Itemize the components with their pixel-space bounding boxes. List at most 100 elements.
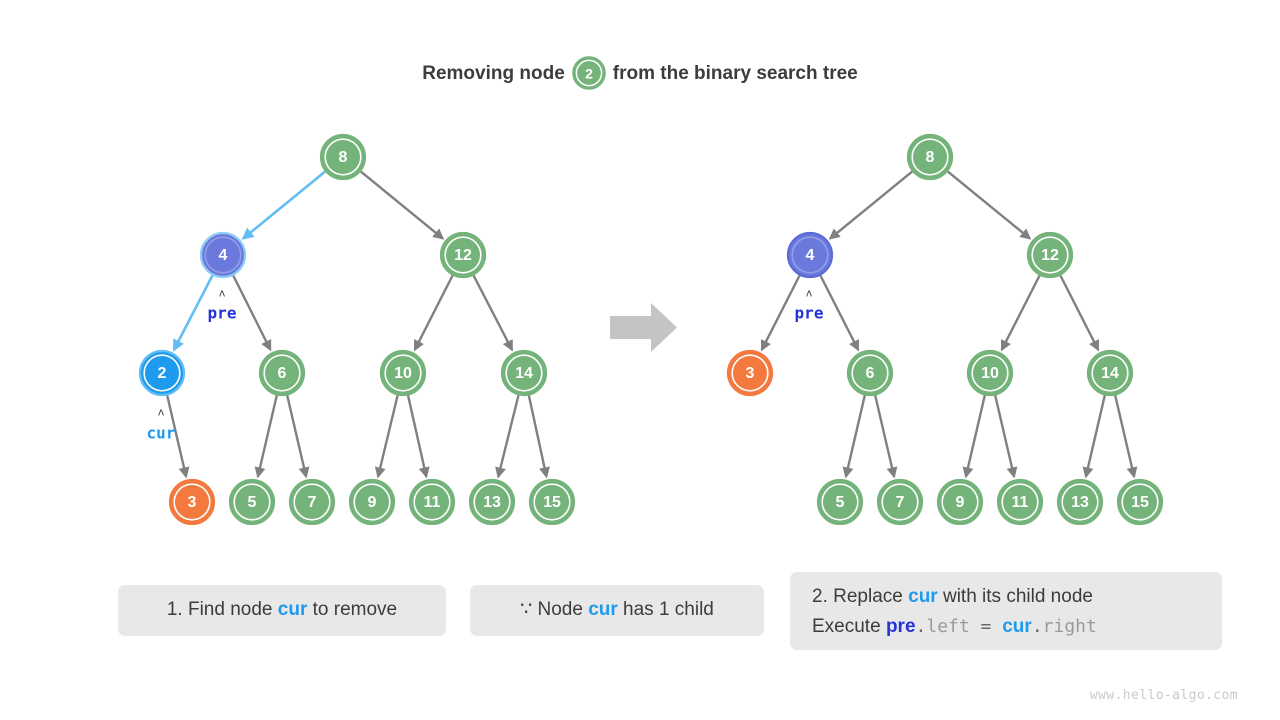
tree-node: 12 <box>439 231 487 279</box>
tree-edge <box>413 274 454 352</box>
tree-node-value: 14 <box>1101 365 1119 382</box>
caption-2-prefix: ∵ Node <box>520 599 589 620</box>
tree-edge <box>1082 395 1106 479</box>
caption-3-l2-keyword-cur: cur <box>1002 616 1032 637</box>
left-tree-nodes: 8 4 12 2 6 10 14 3 5 7 9 11 13 15 <box>138 133 576 526</box>
tree-node-value: 5 <box>248 494 257 511</box>
tree-node: 5 <box>816 478 864 526</box>
caption-step-2: 2. Replace cur with its child node Execu… <box>790 572 1222 650</box>
caption-3-l1-keyword-cur: cur <box>908 586 938 607</box>
tree-node-value: 10 <box>981 365 999 382</box>
tree-edge <box>360 170 445 240</box>
tree-node: 14 <box>1086 349 1134 397</box>
tree-edge <box>232 275 272 352</box>
pointer-label-cur: cur <box>147 424 176 443</box>
right-tree-pointers: ʌ pre <box>795 287 824 323</box>
caption-reason: ∵ Node cur has 1 child <box>470 585 764 636</box>
tree-node: 6 <box>846 349 894 397</box>
tree-node: 8 <box>906 133 954 181</box>
tree-edge <box>994 395 1018 479</box>
tree-node: 6 <box>258 349 306 397</box>
caption-step-1: 1. Find node cur to remove <box>118 585 446 636</box>
tree-node: 12 <box>1026 231 1074 279</box>
caption-3-l2-right: right <box>1042 616 1097 637</box>
tree-node-value: 2 <box>158 365 167 382</box>
tree-node: 4 <box>786 231 834 279</box>
tree-node-value: 10 <box>394 365 412 382</box>
page-title: Removing node 2 from the binary search t… <box>0 56 1280 91</box>
tree-node-value: 4 <box>219 247 228 264</box>
title-node-badge: 2 <box>571 56 606 90</box>
tree-node-value: 14 <box>515 365 533 382</box>
right-tree-edges <box>760 170 1138 479</box>
tree-node-value: 7 <box>308 494 317 511</box>
tree-node: 9 <box>936 478 984 526</box>
tree-node-value: 5 <box>836 494 845 511</box>
caption-3-l2-equals: = <box>969 616 1003 637</box>
tree-node-value: 15 <box>1131 494 1149 511</box>
tree-node: 3 <box>726 349 774 397</box>
caption-2-keyword-cur: cur <box>588 599 618 620</box>
tree-node-value: 11 <box>424 494 441 511</box>
tree-node: 13 <box>1056 478 1104 526</box>
tree-node-value: 15 <box>543 494 561 511</box>
tree-edge <box>172 274 214 352</box>
caption-2-suffix: has 1 child <box>617 599 714 620</box>
tree-edge <box>874 395 898 479</box>
caption-3-line-1: 2. Replace cur with its child node <box>812 582 1222 612</box>
tree-edge <box>1059 274 1100 352</box>
tree-node: 15 <box>528 478 576 526</box>
tree-edge <box>166 395 190 479</box>
title-text-before: Removing node <box>422 63 565 84</box>
caption-3-l1-prefix: 2. Replace <box>812 586 909 607</box>
caption-3-l2-dot-1: . <box>915 616 927 637</box>
tree-edge <box>842 395 866 479</box>
tree-node-value: 8 <box>926 149 935 166</box>
caption-3-l2-keyword-pre: pre <box>885 616 916 637</box>
tree-edge <box>472 274 514 352</box>
tree-node: 15 <box>1116 478 1164 526</box>
left-tree-edges <box>166 170 550 479</box>
tree-node-value: 13 <box>483 494 501 511</box>
tree-edge <box>527 395 550 479</box>
tree-node: 4 <box>199 231 247 279</box>
pointer-caret-icon: ʌ <box>806 287 813 300</box>
tree-edge <box>241 170 327 240</box>
tree-node-value: 9 <box>368 494 377 511</box>
tree-node: 7 <box>288 478 336 526</box>
caption-1-prefix: 1. Find node <box>166 599 278 620</box>
title-text-after: from the binary search tree <box>612 63 858 84</box>
caption-1-keyword-cur: cur <box>277 599 308 620</box>
tree-node-value: 6 <box>866 365 875 382</box>
tree-node: 3 <box>168 478 216 526</box>
tree-node: 14 <box>500 349 548 397</box>
tree-edge <box>819 274 860 352</box>
tree-node-value: 12 <box>454 247 472 264</box>
pointer-label-pre: pre <box>795 304 824 323</box>
caption-3-l1-suffix: with its child node <box>937 586 1093 607</box>
tree-node-value: 12 <box>1041 247 1059 264</box>
tree-edge <box>254 395 278 479</box>
right-tree-nodes: 8 4 12 3 6 10 14 5 7 9 11 13 15 <box>726 133 1164 526</box>
pointer-caret-icon: ʌ <box>219 287 226 300</box>
tree-edge <box>495 395 520 479</box>
pointer-label-pre: pre <box>208 304 237 323</box>
caption-3-line-2: Execute pre.left = cur.right <box>812 612 1222 642</box>
tree-node-value: 3 <box>188 494 197 511</box>
left-tree-pointers: ʌ pre ʌ cur <box>147 287 237 443</box>
tree-node-value: 8 <box>339 149 348 166</box>
tree-node-value: 6 <box>278 365 287 382</box>
tree-edge <box>947 170 1032 240</box>
tree-node: 13 <box>468 478 516 526</box>
caption-3-l2-dot-2: . <box>1031 616 1043 637</box>
tree-node-value: 7 <box>896 494 905 511</box>
tree-edge <box>286 395 310 479</box>
transition-arrow-icon <box>610 303 677 352</box>
pointer-caret-icon: ʌ <box>158 406 165 419</box>
caption-3-l2-prefix: Execute <box>812 616 886 637</box>
tree-node-value: 11 <box>1012 494 1029 511</box>
tree-edge <box>962 395 986 479</box>
tree-edge <box>1114 395 1138 479</box>
tree-node-value: 3 <box>746 365 755 382</box>
tree-edge <box>1000 274 1041 352</box>
